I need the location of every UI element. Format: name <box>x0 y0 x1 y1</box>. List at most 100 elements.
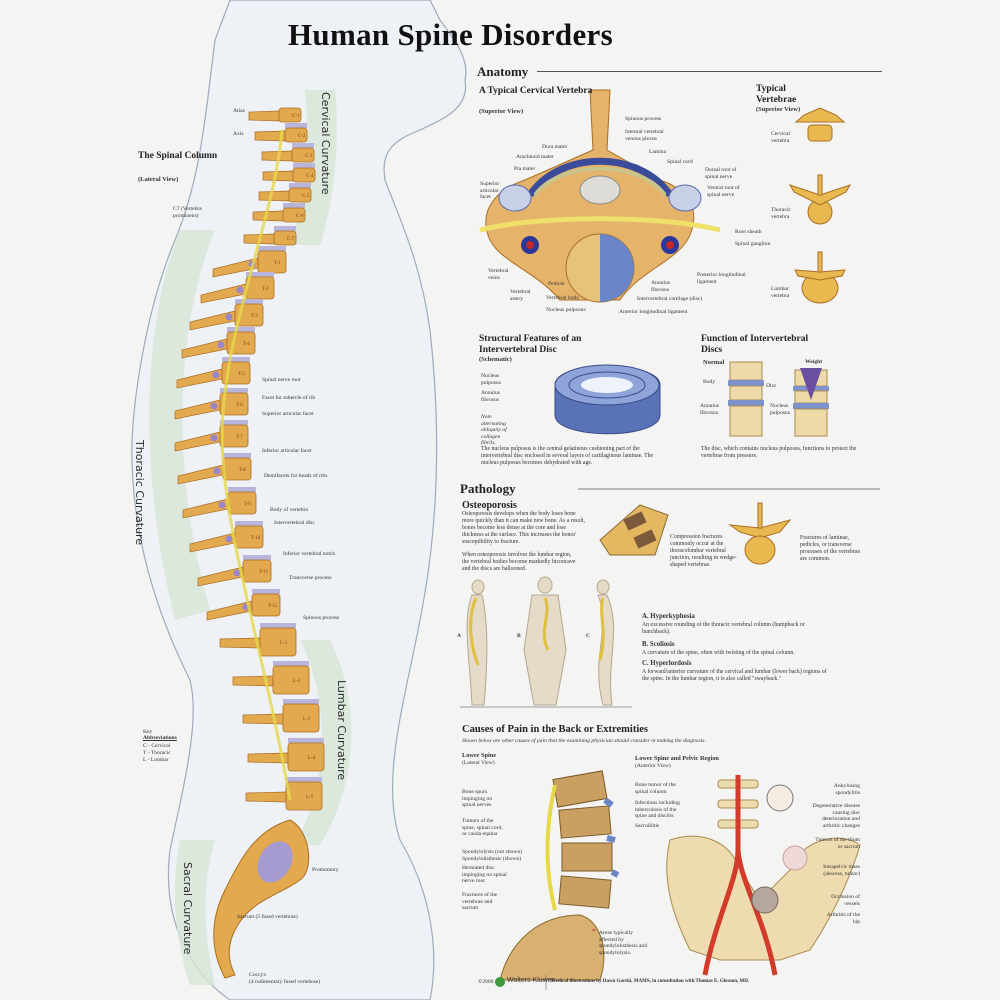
vertebra-label: T-9 <box>244 502 251 507</box>
spinal-column-heading: The Spinal Column <box>138 151 218 161</box>
rib-facet <box>218 501 226 509</box>
label-posterior-ligament: Posterior longitudinal ligament <box>697 272 746 285</box>
disc-function-disc: Disc <box>766 383 777 389</box>
vertebral-body <box>278 107 302 123</box>
vertebra-label: T-1 <box>274 261 281 266</box>
osteoporosis-illustrations <box>599 502 792 565</box>
bone-spurs-label: Bone spurs impinging on spinal nerves <box>462 789 492 809</box>
infections-label: Infections including tuberculosis of the… <box>635 800 680 820</box>
promontory-label: Promontory <box>312 867 339 873</box>
vertebral-body <box>257 250 287 274</box>
spondylolysis-label: Spondylolysis (not shown) Spondylolisthe… <box>462 849 522 862</box>
typical-vertebrae-title: Typical Vertebrae <box>756 84 797 105</box>
intervertebral-disc <box>274 226 296 231</box>
vertebra-label: L-3 <box>303 717 311 722</box>
coccyx-note: (4 rudimentary fused vertebrae) <box>249 979 320 985</box>
vertebral-body <box>259 627 297 657</box>
vertebra-label: C-7 <box>287 237 295 242</box>
cervical-vertebra-view: (Superior View) <box>479 108 524 115</box>
vertebra-label: C-2 <box>298 134 306 139</box>
intervertebral-disc <box>288 738 324 743</box>
asterisk-icon: * <box>592 927 596 936</box>
vertebral-body <box>222 457 252 481</box>
osteoporosis-title: Osteoporosis <box>462 500 517 511</box>
cervical-vertebra-illustration <box>479 89 721 303</box>
intervertebral-disc <box>235 299 263 304</box>
vertebral-body <box>219 392 249 416</box>
sacral-band <box>174 840 215 985</box>
intervertebral-disc <box>273 661 309 666</box>
vertebra-label: C-1 <box>292 114 300 119</box>
superior-facet-label: Superior articular facet <box>262 411 314 417</box>
intervertebral-disc <box>283 203 305 208</box>
axis-label: Axis <box>233 131 244 137</box>
inferior-facet-label: Inferior articular facet <box>262 448 312 454</box>
vertebral-body <box>285 781 323 811</box>
vertebral-body <box>273 230 297 246</box>
publisher: Wolters Kluwer <box>507 977 554 984</box>
inferior-notch-label: Inferior vertebral notch <box>283 551 336 557</box>
spinous-process <box>262 170 294 182</box>
lower-spine-lateral-illustration <box>499 770 620 981</box>
credits: Medical illustrations by Dawn Gorski, MA… <box>551 979 750 984</box>
spinal-nerve-roots <box>220 129 292 801</box>
disc-schematic <box>554 364 661 435</box>
hyperkyphosia-text: An excessive rounding of the thoracic ve… <box>642 622 805 635</box>
causes-title: Causes of Pain in the Back or Extremitie… <box>462 724 648 735</box>
intervertebral-disc <box>286 777 322 782</box>
label-ventral-root: Ventral root of spinal nerve <box>707 185 740 198</box>
osteoporosis-text-2: When osteoporosis involves the lumbar re… <box>462 552 576 572</box>
posture-label-a: A <box>457 633 462 639</box>
intervertebral-disc <box>293 163 315 168</box>
body-of-vertebra-label: Body of vertebra <box>270 507 308 513</box>
intervertebral-disc <box>220 388 248 393</box>
intervertebral-disc <box>258 246 286 251</box>
atlas-label: Atlas <box>233 108 245 114</box>
hyperlordosis-title: C. Hyperlordosis <box>642 660 692 667</box>
intervertebral-disc <box>252 589 280 594</box>
vertebra-label: L-2 <box>293 679 301 684</box>
disc-structure-text: The nucleus pulposus is the central gela… <box>481 446 654 466</box>
osteoporosis-text-1: Osteoporosis develops when the body lose… <box>462 511 585 545</box>
label-annulus: Annulus fibrosus <box>651 280 670 293</box>
vertebra-label: T-5 <box>238 372 245 377</box>
disc-function-title: Function of Intervertebral Discs <box>701 334 809 355</box>
facet-tubercle-label: Facet for tubercle of rib <box>262 395 316 401</box>
label-arachnoid-mater: Arachnoid mater <box>516 154 554 160</box>
vertebral-body <box>291 147 315 163</box>
label-vertebral-artery: Vertebral artery <box>510 289 531 302</box>
key-item: T - Thoracic <box>143 750 171 756</box>
disc-function-weight: Weight <box>805 359 823 365</box>
intervertebral-disc <box>285 123 307 128</box>
spinous-process <box>248 110 280 122</box>
ankylosing-label: Ankylosing spondylitis <box>833 783 860 796</box>
vertebral-body <box>242 559 272 583</box>
vertebra-label: T-8 <box>239 468 246 473</box>
spine-tumors-label: Tumors of the spine, spinal cord, or cau… <box>462 818 503 838</box>
cervical-vertebra-label: Cervical vertebra <box>771 131 790 144</box>
vertebral-body <box>272 665 310 695</box>
lower-spine-title: Lower Spine <box>462 752 496 759</box>
rib-facet <box>217 341 225 349</box>
vertebra-label: T-6 <box>236 403 243 408</box>
causes-subtitle: Shown below are other causes of pain tha… <box>462 738 706 744</box>
vertebra-label: T-3 <box>251 314 258 319</box>
intervertebral-disc <box>227 327 255 332</box>
disc-function-body: Body <box>703 379 716 385</box>
sacral-canal <box>257 841 293 883</box>
intervertebral-disc <box>243 555 271 560</box>
key-item: L - Lumbar <box>143 757 169 763</box>
thoracic-curvature-label: Thoracic Curvature <box>133 440 146 546</box>
thoracic-vertebra-label: Thoracic vertebra <box>771 207 791 220</box>
typical-vertebrae-view: (Superior View) <box>756 106 801 113</box>
scoliosis-text: A curvature of the spine, often with twi… <box>642 650 795 656</box>
cervical-curvature-label: Cervical Curvature <box>319 92 332 195</box>
rib-facet <box>225 313 233 321</box>
label-lamina: Lamina <box>649 149 667 155</box>
label-spinal-ganglion: Spinal ganglion <box>735 241 771 247</box>
bone-tumor-label: Bone tumor of the spinal column <box>635 782 676 795</box>
lumbar-curvature-label: Lumbar Curvature <box>335 680 348 781</box>
intervertebral-disc <box>283 699 319 704</box>
sacrum-label: Sacrum (5 fused vertebrae) <box>237 914 298 920</box>
